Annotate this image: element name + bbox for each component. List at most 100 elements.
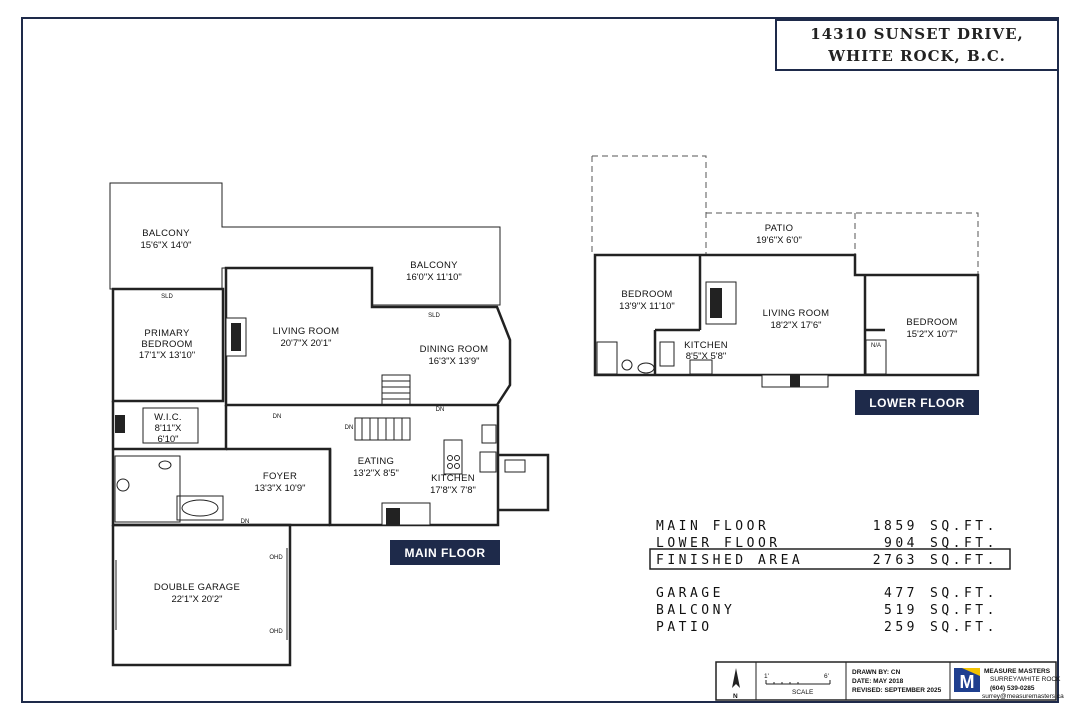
room-dims: 6'10" [157,434,178,445]
main-floor-badge: MAIN FLOOR [405,546,486,560]
lower-floor-plan [591,155,980,388]
room-name: KITCHEN [431,473,475,484]
room-dims: 15'2"X 10'7" [906,329,957,340]
lower-floor-badge: LOWER FLOOR [869,396,965,410]
dn-mark: DN [241,519,250,525]
room-dims: 15'6"X 14'0" [140,240,191,251]
ohd-mark: OHD [269,629,283,635]
area-value: 904 [884,536,918,551]
scale-label: SCALE [792,689,814,696]
lower-interior-walls [653,255,885,375]
area-unit: SQ.FT. [930,536,998,551]
room-dims: 20'7"X 20'1" [280,338,331,349]
room-name: DINING ROOM [420,344,489,355]
main-floor-labels: BALCONY 15'6"X 14'0" BALCONY 16'0"X 11'1… [139,228,489,635]
area-unit: SQ.FT. [930,519,998,534]
room-dims: 17'1"X 13'10" [139,350,195,361]
dn-mark: DN [345,425,354,431]
sld-mark: SLD [428,313,440,319]
room-name: BALCONY [142,228,190,239]
room-name: W.I.C. [154,412,182,423]
room-name: PRIMARY [144,328,190,339]
room-dims: 16'3"X 13'9" [428,356,479,367]
area-value: 519 [884,603,918,618]
room-name: LIVING ROOM [273,326,340,337]
room-name: BEDROOM [621,289,672,300]
room-name: PATIO [765,223,794,234]
scale-tick: 1' [764,673,769,680]
area-label: LOWER FLOOR [656,536,781,551]
company-name: MEASURE MASTERS [984,668,1051,675]
company-email: surrey@measuremasters.ca [982,693,1064,700]
room-name: LIVING ROOM [763,308,830,319]
living-dining-walls [224,266,512,407]
scale-bar: 1' 6' SCALE [764,673,831,696]
ohd-mark: OHD [269,555,283,561]
primary-bedroom-walls [111,287,225,403]
main-floor-plan [109,182,550,667]
finished-area-box [649,548,1011,570]
room-name: EATING [358,456,394,467]
room-name: BEDROOM [906,317,957,328]
room-name: BALCONY [410,260,458,271]
area-value: 477 [884,586,918,601]
address-line-1: 14310 SUNSET DRIVE, [810,25,1023,43]
area-label: FINISHED AREA [656,553,803,568]
drawn-by: DRAWN BY: CN [852,669,901,676]
room-dims: 13'3"X 10'9" [254,483,305,494]
dn-mark: DN [273,414,282,420]
main-floor-badge-bg [390,540,500,565]
area-row: BALCONY 519 SQ.FT. [656,603,998,618]
logo-mark: M [960,672,975,692]
area-unit: SQ.FT. [930,603,998,618]
room-dims: 17'8"X 7'8" [430,485,476,496]
garage-walls [111,523,292,667]
sheet-border [21,17,1059,703]
room-dims: 13'9"X 11'10" [619,301,675,312]
area-unit: SQ.FT. [930,586,998,601]
sld-mark: SLD [161,294,173,300]
room-dims: 8'5"X 5'8" [686,351,726,362]
area-row: GARAGE 477 SQ.FT. [656,586,998,601]
area-unit: SQ.FT. [930,553,998,568]
address-line-2: WHITE ROCK, B.C. [827,47,1006,65]
room-name: KITCHEN [684,340,728,351]
area-row: PATIO 259 SQ.FT. [656,620,998,635]
area-summary: MAIN FLOOR 1859 SQ.FT. LOWER FLOOR 904 S… [649,519,1011,635]
area-label: GARAGE [656,586,724,601]
north-arrow-icon: N [732,668,740,700]
dn-mark: DN [436,407,445,413]
area-value: 2763 [873,553,918,568]
room-dims: 13'2"X 8'5" [353,468,399,479]
area-row: MAIN FLOOR 1859 SQ.FT. [656,519,998,534]
area-row: FINISHED AREA 2763 SQ.FT. [656,553,998,568]
drawing-date: DATE: MAY 2018 [852,678,904,685]
area-unit: SQ.FT. [930,620,998,635]
area-value: 259 [884,620,918,635]
room-dims: 22'1"X 20'2" [171,594,222,605]
na-mark: N/A [871,343,881,349]
revised-date: REVISED: SEPTEMBER 2025 [852,687,942,694]
area-value: 1859 [873,519,918,534]
room-dims: 16'0"X 11'10" [406,272,462,283]
room-dims: 19'6"X 6'0" [756,235,802,246]
company-phone: (604) 539-0285 [990,685,1035,692]
north-label: N [733,693,738,700]
lower-floor-badge-bg [855,390,979,415]
deck-outline [591,155,707,255]
title-block: N 1' 6' SCALE DRAWN BY: CN DATE: MAY 201… [715,661,1064,701]
scale-tick: 6' [824,673,829,680]
lower-floor-walls [593,253,980,377]
area-label: MAIN FLOOR [656,519,769,534]
room-name: DOUBLE GARAGE [154,582,240,593]
area-row: LOWER FLOOR 904 SQ.FT. [656,536,998,551]
area-label: PATIO [656,620,713,635]
address-box: 14310 SUNSET DRIVE, WHITE ROCK, B.C. [775,19,1059,71]
company-subtitle: SURREY/WHITE ROCK [990,676,1061,683]
area-label: BALCONY [656,603,735,618]
mudroom-walls [498,453,550,512]
room-dims: 8'11"X [155,423,182,434]
room-name: FOYER [263,471,297,482]
wic-walls [142,407,199,444]
